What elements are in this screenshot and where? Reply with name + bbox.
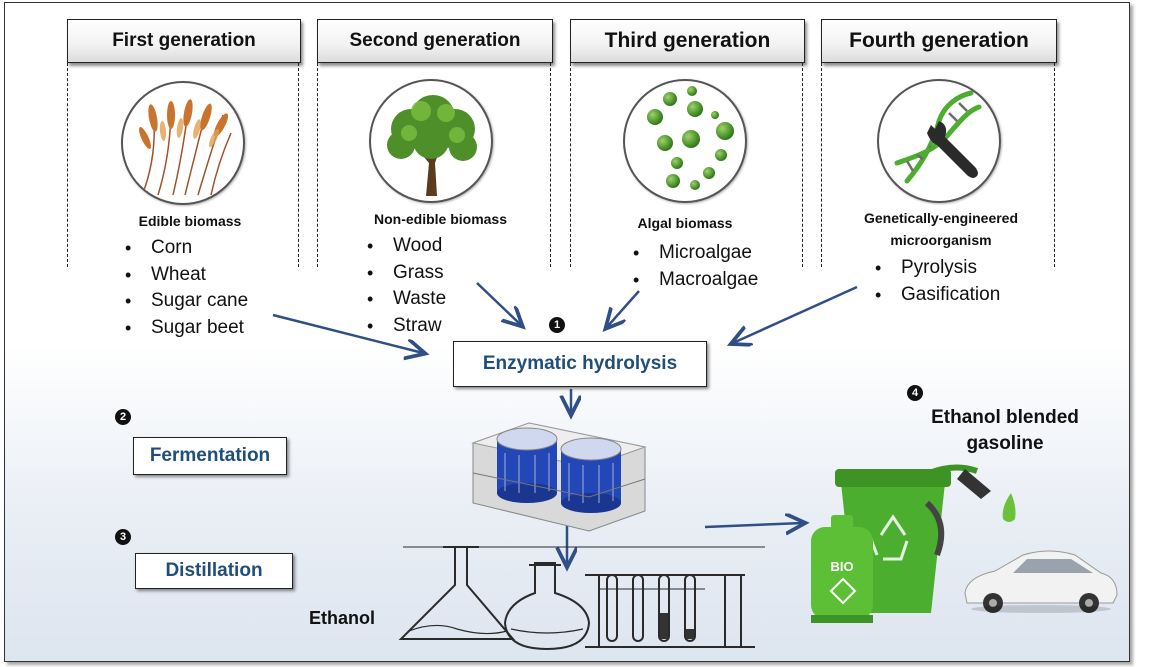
arrow-to-gasoline bbox=[704, 523, 803, 527]
algae-image bbox=[623, 79, 747, 203]
step-number-4: 4 bbox=[907, 385, 923, 401]
fourth-gen-list: Pyrolysis Gasification bbox=[871, 255, 1000, 308]
divider-line bbox=[821, 63, 822, 267]
list-item: Straw bbox=[363, 313, 446, 340]
header-third-generation: Third generation bbox=[570, 19, 805, 63]
third-gen-list: Microalgae Macroalgae bbox=[629, 240, 758, 293]
diagram-frame: First generation Second generation Third… bbox=[4, 2, 1130, 662]
header-first-generation: First generation bbox=[67, 19, 301, 63]
divider-line bbox=[570, 63, 571, 267]
step-number-1: 1 bbox=[549, 317, 565, 333]
category-label: Non-edible biomass bbox=[373, 211, 508, 227]
list-item: Sugar cane bbox=[121, 288, 248, 315]
list-item: Corn bbox=[121, 235, 248, 262]
fermentation-plant-image bbox=[471, 422, 647, 532]
divider-line bbox=[67, 63, 68, 267]
list-item: Sugar beet bbox=[121, 315, 248, 342]
header-fourth-generation: Fourth generation bbox=[821, 19, 1057, 63]
divider-line bbox=[1054, 63, 1055, 267]
second-gen-list: Wood Grass Waste Straw bbox=[363, 233, 446, 339]
arrow-second-gen bbox=[476, 282, 521, 325]
divider-line bbox=[298, 63, 299, 267]
list-item: Gasification bbox=[871, 282, 1000, 309]
step-distillation: Distillation bbox=[135, 553, 293, 589]
arrow-third-gen bbox=[607, 290, 640, 327]
bio-can-label: BIO bbox=[830, 559, 853, 574]
step-fermentation: Fermentation bbox=[133, 437, 287, 475]
list-item: Macroalgae bbox=[629, 267, 758, 294]
car-image bbox=[964, 550, 1118, 613]
ethanol-blended-gasoline-label: Ethanol blended gasoline bbox=[931, 407, 1079, 454]
diagram-graphics: BIO bbox=[272, 282, 1118, 651]
list-item: Microalgae bbox=[629, 240, 758, 267]
list-item: Waste bbox=[363, 286, 446, 313]
arrow-first-gen bbox=[272, 313, 423, 353]
lab-glassware-image bbox=[398, 546, 765, 651]
list-item: Pyrolysis bbox=[871, 255, 1000, 282]
step-number-2: 2 bbox=[115, 409, 131, 425]
divider-line bbox=[550, 63, 551, 267]
arrow-fourth-gen bbox=[733, 285, 858, 343]
category-label: Edible biomass bbox=[138, 213, 242, 229]
divider-line bbox=[802, 63, 803, 267]
divider-line bbox=[317, 63, 318, 267]
list-item: Wheat bbox=[121, 262, 248, 289]
step-enzymatic-hydrolysis: Enzymatic hydrolysis bbox=[453, 341, 707, 387]
first-gen-list: Corn Wheat Sugar cane Sugar beet bbox=[121, 235, 248, 341]
dna-wrench-image bbox=[877, 79, 1001, 203]
list-item: Wood bbox=[363, 233, 446, 260]
wheat-image bbox=[121, 81, 245, 205]
header-second-generation: Second generation bbox=[317, 19, 553, 63]
green-fuel-bin-image: BIO bbox=[811, 464, 1016, 623]
category-label: Algal biomass bbox=[637, 215, 733, 231]
category-label: Genetically-engineered microorganism bbox=[863, 210, 1019, 248]
ethanol-label: Ethanol bbox=[309, 608, 375, 628]
tree-image bbox=[369, 79, 493, 203]
list-item: Grass bbox=[363, 260, 446, 287]
step-number-3: 3 bbox=[115, 529, 131, 545]
